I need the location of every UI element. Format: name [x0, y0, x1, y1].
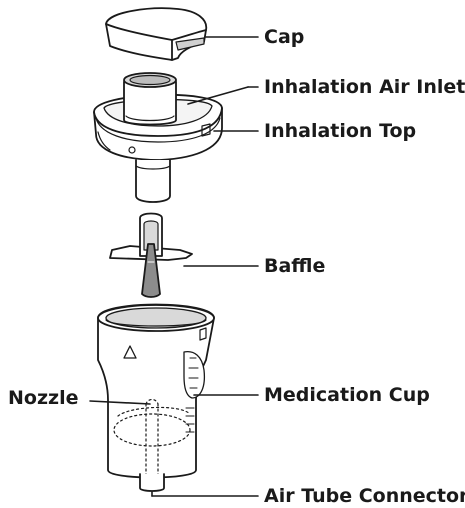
label-air-tube-connector: Air Tube Connector — [264, 487, 465, 506]
baffle-part — [110, 214, 192, 298]
label-medication-cup: Medication Cup — [264, 386, 430, 405]
label-nozzle: Nozzle — [8, 389, 78, 408]
inhalation-air-inlet-leader — [188, 87, 248, 104]
label-cap: Cap — [264, 28, 304, 47]
inhalation-top-part — [94, 73, 222, 202]
cap-part — [106, 8, 206, 60]
medication-cup-part — [98, 305, 214, 492]
label-inhalation-air-inlet: Inhalation Air Inlet — [264, 78, 465, 97]
label-baffle: Baffle — [264, 257, 325, 276]
label-inhalation-top: Inhalation Top — [264, 122, 416, 141]
